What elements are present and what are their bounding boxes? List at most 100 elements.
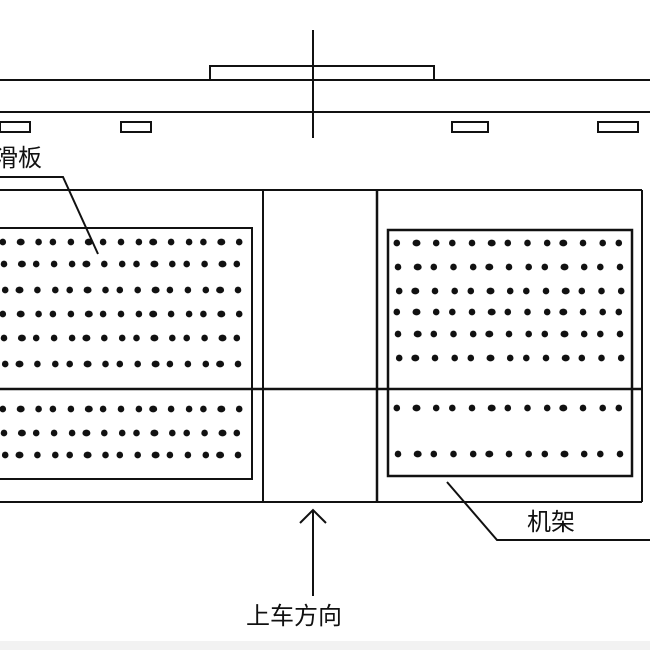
perforation-dot [523,354,530,362]
perforation-dot [412,239,421,247]
perforation-dot [133,429,140,437]
perforation-dot [167,310,175,318]
perforation-dot [597,330,604,338]
perforation-dot [235,310,243,318]
perforation-dot [504,404,512,412]
perforation-dot [411,354,420,362]
perforation-dot [150,334,159,342]
perforation-dot [149,405,158,413]
perforation-dot [485,263,494,271]
perforation-dot [599,404,606,412]
perforation-dot [32,429,40,437]
perforation-dot [542,354,550,362]
perforation-dot [82,334,91,342]
perforation-dot [580,450,588,458]
perforation-dot [217,405,226,413]
perforation-dot [66,286,73,294]
perforation-dot [218,334,227,342]
perforation-dot [117,405,125,413]
perforation-dot [135,405,143,413]
perforation-dot [598,354,605,362]
perforation-dot [579,308,587,316]
perforation-dot [431,354,439,362]
perforation-dot [0,429,8,437]
perforation-dot [16,238,25,246]
perforation-dot [234,360,242,368]
perforation-dot [412,404,421,412]
perforation-dot [506,354,514,362]
perforation-dot [83,360,92,368]
perforation-dot [505,330,513,338]
perforation-dot [411,287,420,295]
perforation-dot [167,405,175,413]
perforation-dot [235,405,243,413]
perforation-dot [559,239,568,247]
perforation-dot [66,451,73,459]
perforation-dot [541,450,549,458]
perforation-dot [0,310,7,318]
perforation-dot [15,286,24,294]
perforation-dot [200,310,207,318]
slide-plate-label: 滑板 [0,144,42,172]
perforation-dot [184,360,192,368]
perforation-dot [35,310,42,318]
perforation-dot [449,239,456,247]
perforation-dot [16,310,25,318]
perforation-dot [32,260,40,268]
perforation-dot [184,286,192,294]
perforation-dot [101,334,108,342]
perforation-dot [183,334,190,342]
perforation-dot [201,260,208,268]
perforation-dot [432,404,440,412]
perforation-dot [233,429,241,437]
perforation-dot [52,286,59,294]
perforation-dot [67,310,75,318]
perforation-dot [468,404,476,412]
perforation-dot [99,310,107,318]
perforation-dot [485,330,494,338]
perforation-dot [580,263,588,271]
slide-plate-left [0,227,253,480]
perforation-dot [487,239,496,247]
frame-leader-line [446,481,650,541]
perforation-dot [49,310,57,318]
perforation-dot [166,360,174,368]
perforation-dot [578,354,586,362]
beam-block [597,121,639,133]
perforation-dot [83,286,92,294]
perforation-dot [134,451,141,459]
top-plate [209,65,435,81]
perforation-dot [234,286,242,294]
perforation-dot [579,239,587,247]
perforation-dot [99,405,107,413]
perforation-dot [431,287,439,295]
perforation-dot [35,405,42,413]
perforation-dot [524,239,531,247]
perforation-dot [34,451,41,459]
perforation-dot [184,451,192,459]
perforation-dots [0,238,625,459]
perforation-dot [559,308,568,316]
perforation-dot [430,450,438,458]
perforation-dot [560,330,569,338]
perforation-dot [183,429,190,437]
perforation-dot [394,263,402,271]
perforation-dot [413,330,422,338]
perforation-dot [450,450,457,458]
perforation-dot [200,405,207,413]
perforation-dot [0,405,7,413]
perforation-dot [50,429,58,437]
perforation-dot [118,334,126,342]
perforation-dot [68,429,76,437]
bottom-strip [0,641,650,650]
perforation-dot [134,286,141,294]
perforation-dot [615,404,623,412]
perforation-dot [117,238,125,246]
perforation-dot [395,354,403,362]
perforation-dot [467,287,475,295]
perforation-dot [543,239,551,247]
perforation-dot [151,451,160,459]
perforation-dot [133,334,140,342]
perforation-dot [52,451,59,459]
